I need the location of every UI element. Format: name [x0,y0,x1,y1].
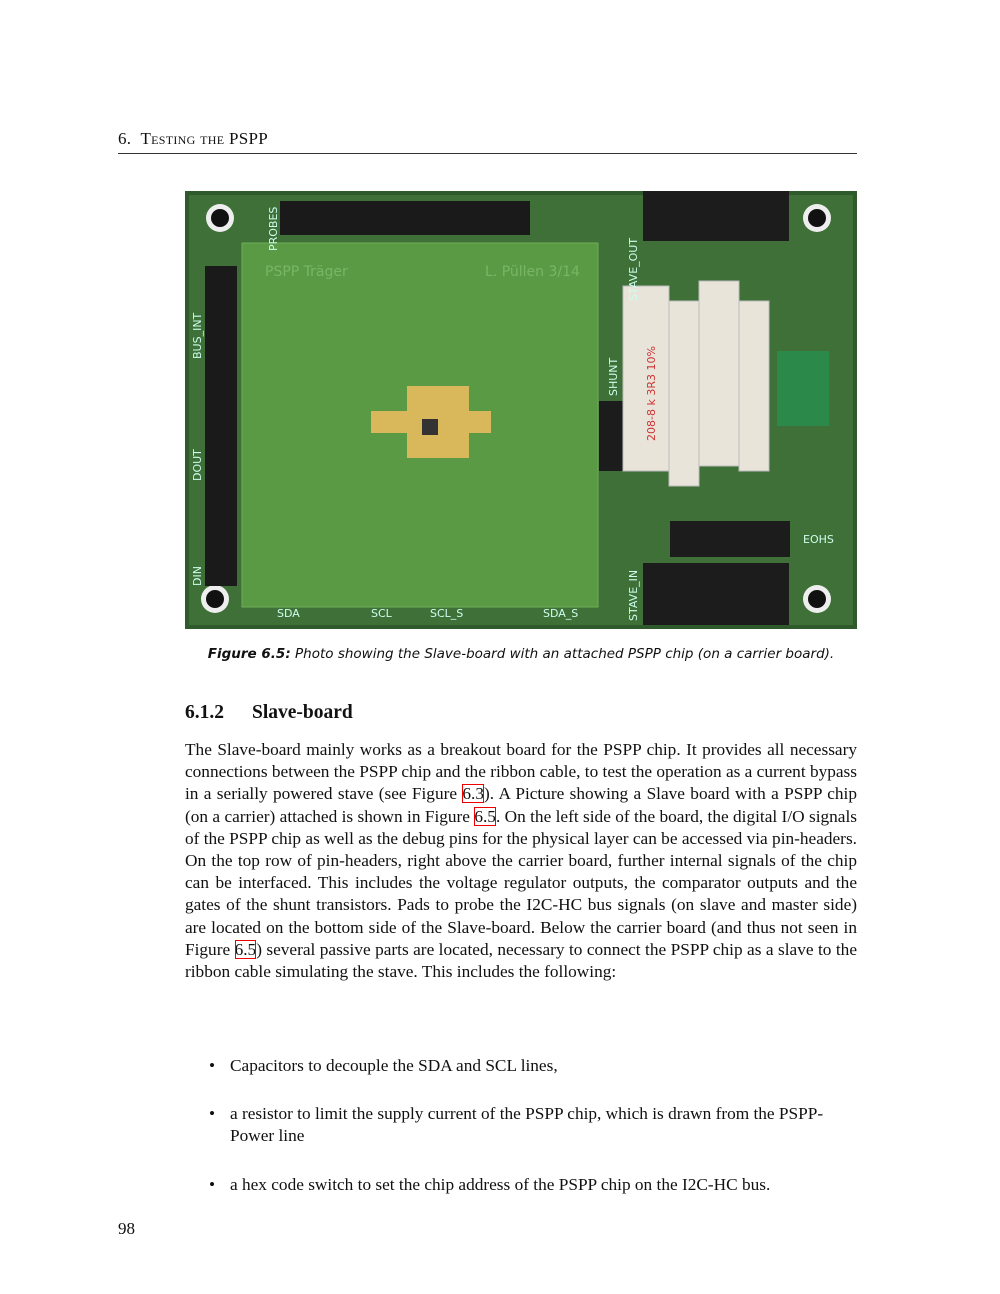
board-label-shunt: SHUNT [607,357,620,396]
caption-label: Figure 6.5: [207,646,291,662]
section-number: 6.1.2 [185,702,224,723]
chapter-title: Testing the PSPP [140,129,268,148]
text-segment: ). A Picture showing a Slave board with … [185,784,857,826]
text-segment: . On the left side of the board, the dig… [185,806,857,959]
list-item: Capacitors to decouple the SDA and SCL l… [185,1055,857,1077]
header-rule [118,153,857,154]
running-header: 6. Testing the PSPP [118,129,268,149]
figure-ref-6-3[interactable]: 6.3 [462,784,484,804]
board-label-sda-s: SDA_S [543,607,578,620]
body-paragraph: The Slave-board mainly works as a breako… [185,739,857,983]
board-label-stave-in: STAVE_IN [627,570,640,621]
page-number: 98 [118,1219,135,1238]
board-label-eohs: EOHS [803,533,834,546]
carrier-author: L. Püllen 3/14 [485,264,580,280]
section-heading: 6.1.2 Slave-board [185,702,353,724]
resistor-label: 208-8 k 3R3 10% [645,346,658,441]
board-label-bus-int: BUS_INT [191,312,204,359]
board-label-scl: SCL [371,607,393,620]
board-label-scl-s: SCL_S [430,607,463,620]
carrier-label: PSPP Träger [265,264,348,280]
board-label-din: DIN [191,566,204,586]
list-item: a hex code switch to set the chip addres… [185,1174,857,1196]
text-segment: The Slave-board mainly works as a breako… [185,740,857,804]
board-label-sda: SDA [277,607,300,620]
board-label-stave-out: STAVE_OUT [627,238,640,301]
figure-ref-6-5[interactable]: 6.5 [234,939,257,959]
board-label-dout: DOUT [191,449,204,481]
slave-board-photo: SDA SCL SCL_S SDA_S EOHS PROBES BUS_INT … [185,189,857,629]
list-item: a resistor to limit the supply current o… [185,1103,857,1147]
figure-ref-6-5[interactable]: 6.5 [474,806,496,826]
chapter-number: 6. [118,129,132,148]
bullet-list: Capacitors to decouple the SDA and SCL l… [185,1055,857,1222]
section-title: Slave-board [252,702,353,723]
figure-caption: Figure 6.5: Photo showing the Slave-boar… [185,646,857,662]
board-label-probes: PROBES [267,207,280,251]
text-segment: ) several passive parts are located, nec… [185,939,857,982]
caption-text: Photo showing the Slave-board with an at… [295,646,835,662]
